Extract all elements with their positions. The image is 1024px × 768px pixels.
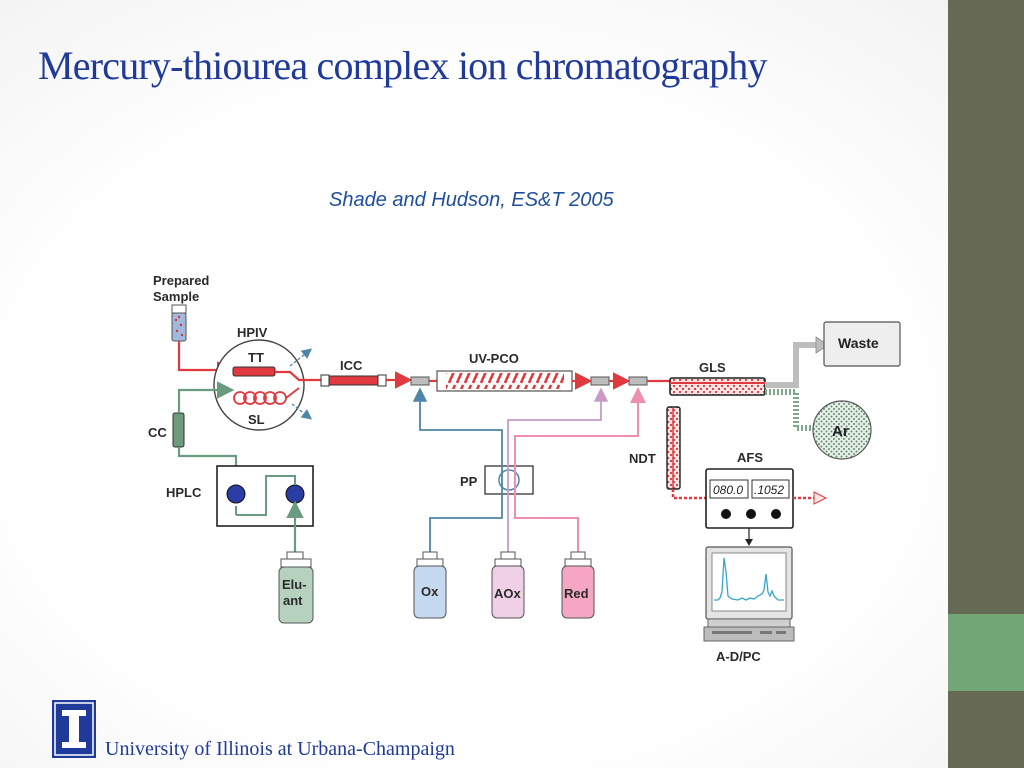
aox-bottle	[491, 551, 525, 619]
waste-arrow-head	[815, 336, 829, 354]
afs-label: AFS	[737, 450, 763, 465]
gls-label: GLS	[699, 360, 726, 375]
ndt-to-afs-line	[671, 489, 706, 500]
ox-label: Ox	[421, 584, 439, 599]
aox-label: AOx	[494, 586, 522, 601]
ox-line	[412, 387, 503, 555]
eluant-line-to-valve	[177, 381, 235, 413]
valve-path-loop	[285, 387, 300, 399]
eluant-label-2: ant	[283, 593, 303, 608]
waste-label: Waste	[838, 335, 879, 351]
red-line	[514, 387, 646, 555]
valve-vent-up	[289, 348, 313, 367]
argon-tank	[812, 400, 872, 460]
hplc-label: HPLC	[166, 485, 202, 500]
prepared-sample-label-2: Sample	[153, 289, 199, 304]
trap-tube	[232, 366, 276, 377]
icc-fitting-right	[377, 374, 387, 387]
afs-to-pc-arrow	[745, 539, 753, 546]
hplc-pump-head-1	[226, 484, 246, 504]
computer	[703, 546, 795, 642]
afs-knob-3	[771, 509, 781, 519]
chromatography-diagram: Prepared Sample HPIV TT SL CC HPLC Elu- …	[148, 273, 901, 664]
mixing-tee-aox	[590, 376, 610, 386]
citation: Shade and Hudson, ES&T 2005	[329, 189, 614, 211]
university-name: University of Illinois at Urbana-Champai…	[105, 738, 455, 760]
chromatogram-trace	[714, 557, 784, 601]
ox-bottle	[413, 551, 447, 619]
uv-pco-label: UV-PCO	[469, 351, 519, 366]
gas-liquid-separator	[669, 377, 766, 396]
hplc-internal-line	[235, 475, 296, 516]
ion-chromatography-column	[328, 375, 379, 386]
eluant-label-1: Elu-	[282, 577, 307, 592]
afs-display-right-value: .1052	[754, 483, 784, 497]
university-logo	[52, 700, 96, 758]
concentrator-column	[172, 412, 185, 448]
mixing-tee-ox	[410, 376, 430, 386]
valve-path-out	[275, 370, 320, 382]
hpiv-valve	[213, 339, 305, 431]
icc-label: ICC	[340, 358, 363, 373]
icc-fitting-left	[320, 374, 330, 387]
sample-tube	[171, 304, 187, 342]
slide-title: Mercury-thiourea complex ion chromatogra…	[38, 43, 767, 88]
afs-display-left-value: 080.0	[713, 483, 743, 497]
prepared-sample-label-1: Prepared	[153, 273, 209, 288]
red-bottle	[561, 551, 595, 619]
sample-line	[177, 341, 235, 379]
afs-display-right	[751, 479, 790, 499]
red-label: Red	[564, 586, 589, 601]
eluant-bottle	[278, 551, 314, 624]
argon-label: Ar	[832, 423, 849, 440]
cc-label: CC	[148, 425, 167, 440]
argon-line	[765, 389, 813, 431]
uv-pco-coil	[446, 373, 564, 389]
ndt-label: NDT	[629, 451, 656, 466]
ad-pc-label: A-D/PC	[716, 649, 761, 664]
afs-knob-1	[721, 509, 731, 519]
valve-vent-down	[291, 403, 313, 420]
afs-knob-2	[746, 509, 756, 519]
sl-label: SL	[248, 412, 265, 427]
afs-exhaust-arrow	[813, 491, 828, 505]
mixing-tee-red	[628, 376, 648, 386]
tt-label: TT	[248, 350, 264, 365]
waste-line	[765, 342, 818, 388]
hpiv-label: HPIV	[237, 325, 268, 340]
waste-box	[823, 321, 901, 367]
pp-label: PP	[460, 474, 478, 489]
aox-line	[507, 387, 609, 555]
afs-display-left	[709, 479, 749, 499]
side-bar-accent	[948, 614, 1024, 691]
hplc-pump-head-2	[285, 484, 305, 504]
